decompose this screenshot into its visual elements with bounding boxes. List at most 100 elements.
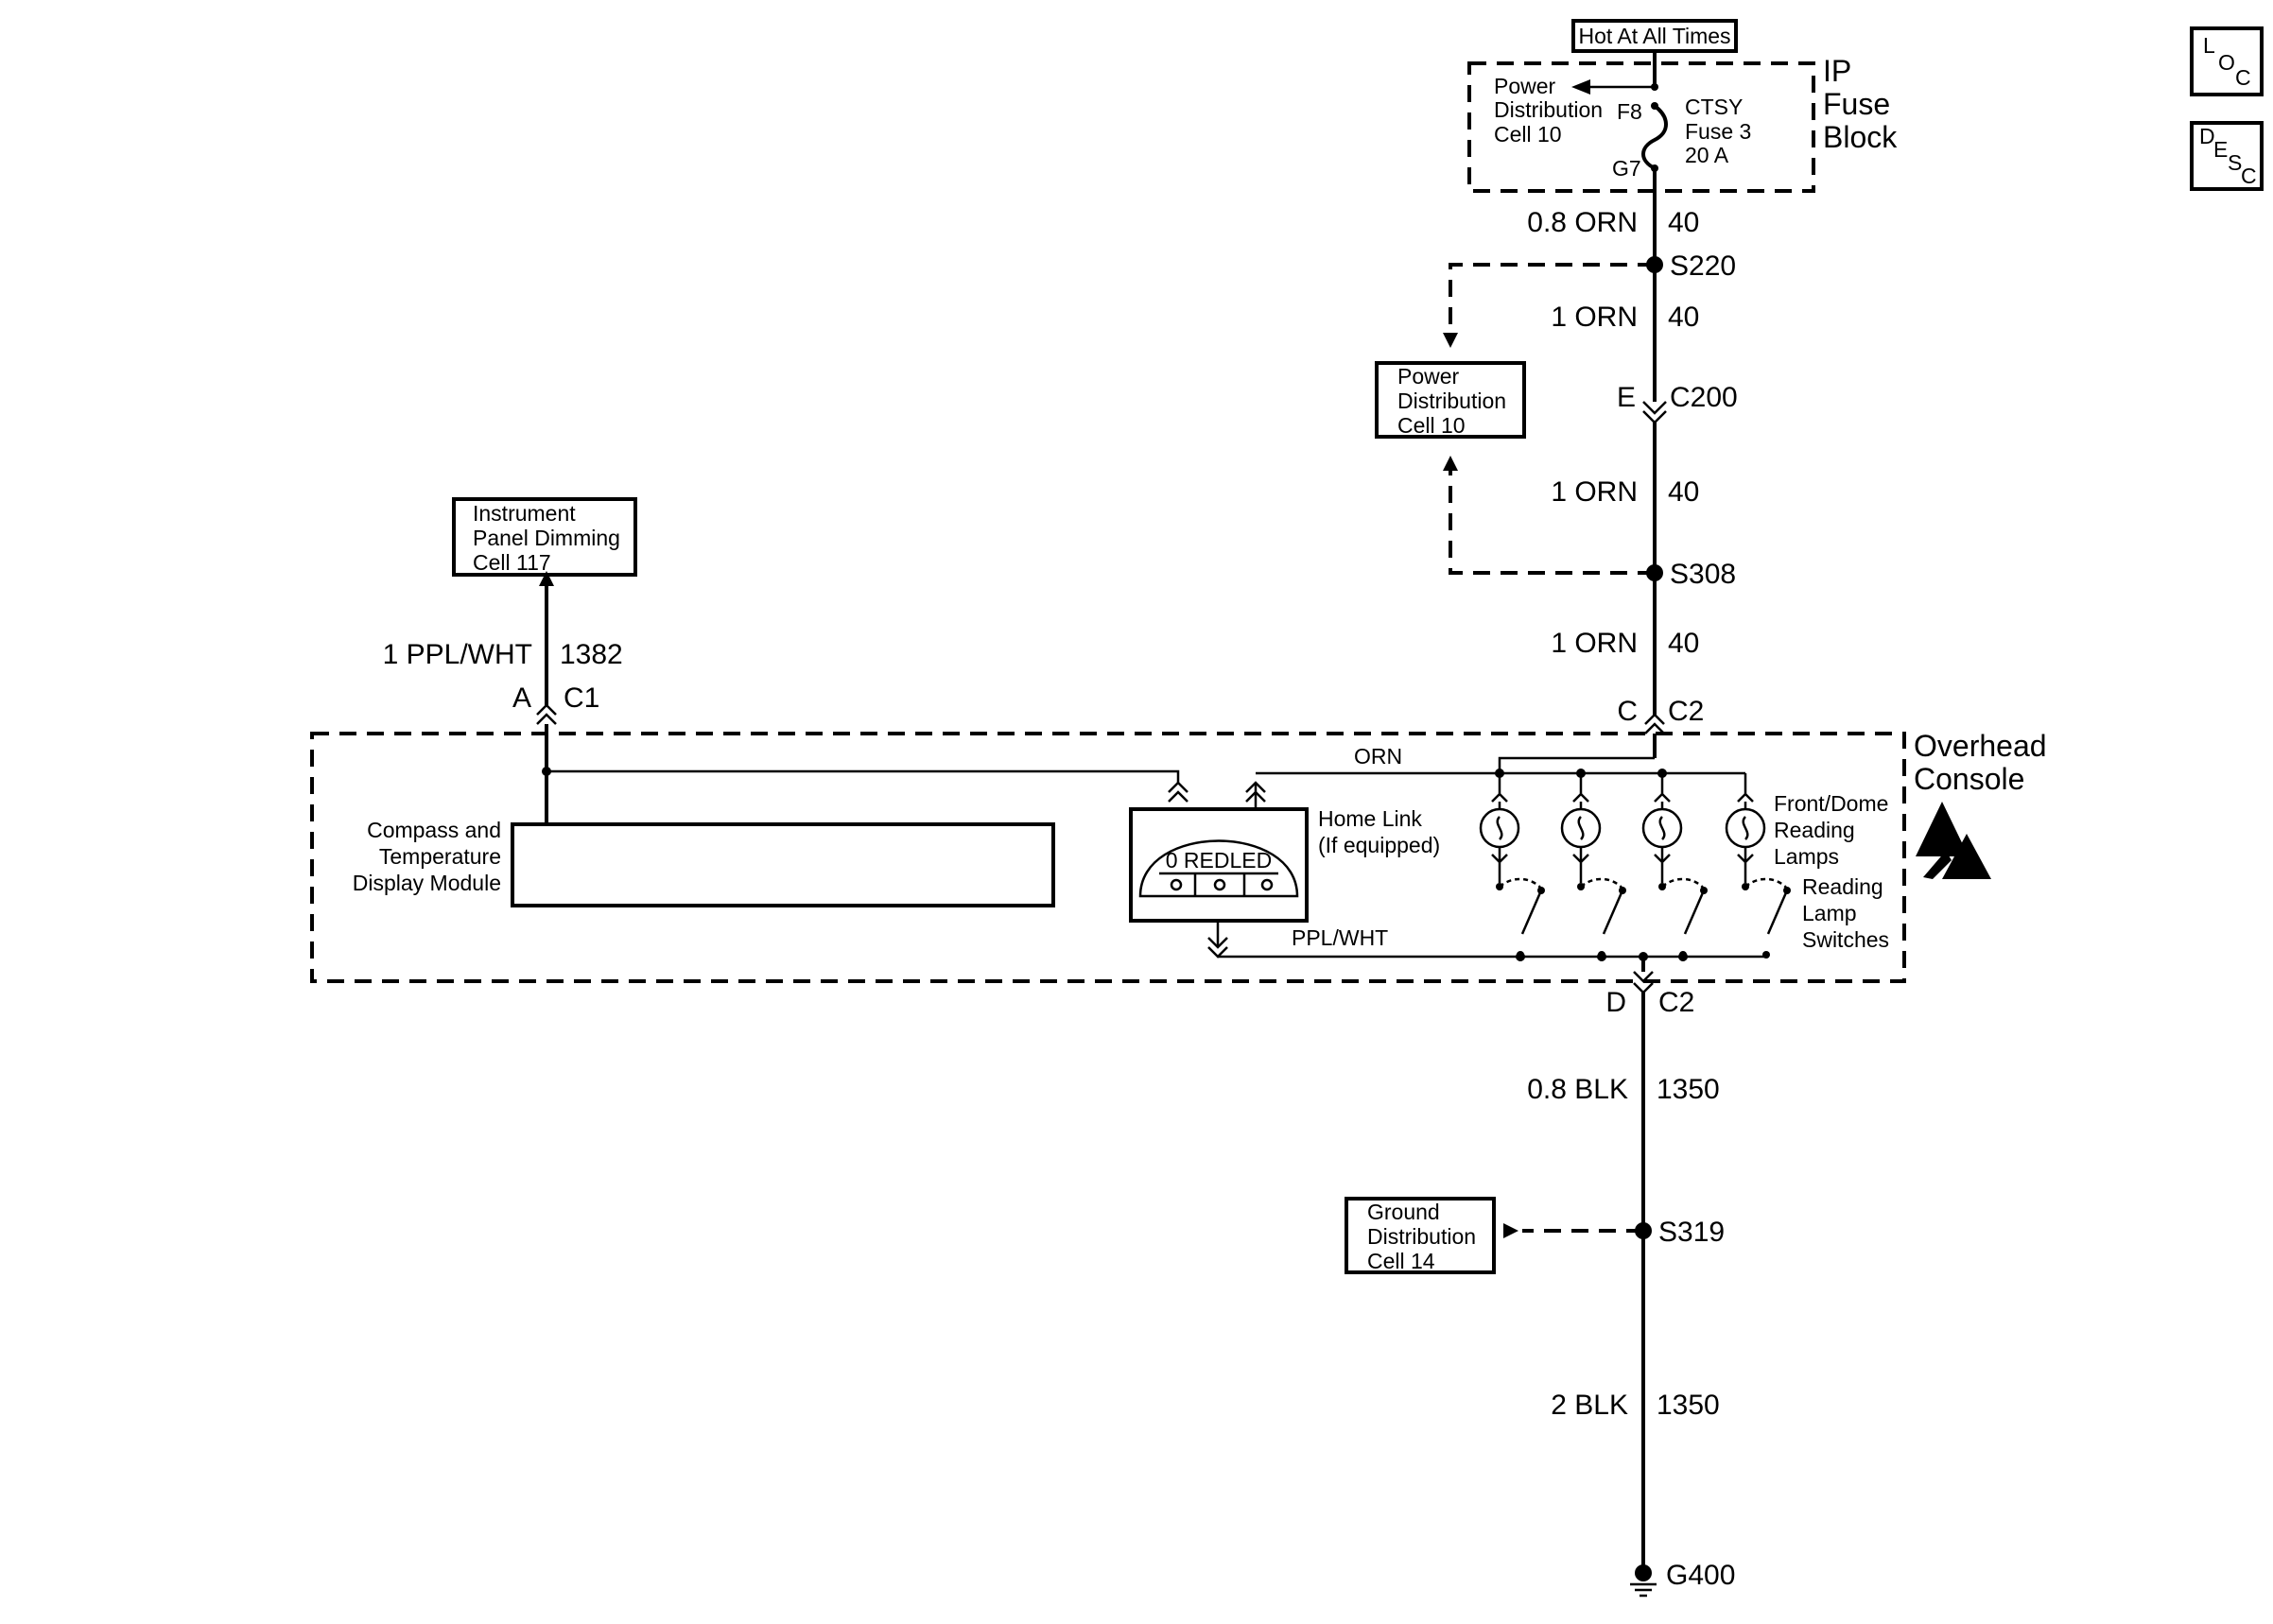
circuit-40-feed: 0.8 ORN 40 S220 1 ORN 40 E C200 1 ORN 40… [1527,191,1738,734]
wire-2-circuit: 40 [1668,302,1699,333]
power-dist-cell-10-box: Power Distribution Cell 10 [1375,361,1526,439]
c2-bottom-pin: D [1605,987,1626,1018]
desc-letter-e: E [2213,137,2228,162]
homelink-display-text: 0 REDLED [1166,848,1272,872]
lamp-switch-icon [1766,890,1789,935]
splice-s308-label: S308 [1670,559,1736,590]
ground-g400-label: G400 [1666,1560,1735,1591]
switches-label-1: Reading [1802,874,1883,899]
lamps-label-2: Reading [1774,818,1855,842]
homelink-label-2: (If equipped) [1318,833,1440,857]
splice-s220-label: S220 [1670,251,1736,282]
connector-c200: E C200 [1617,382,1738,424]
ppl-wht-label: PPL/WHT [1292,925,1388,950]
homelink-module: 0 REDLED Home Link (If equipped) [1129,796,1440,934]
wire-1-gauge: 0.8 ORN [1527,207,1638,238]
esd-warning-icon [1916,802,1991,879]
fuse-name-1: CTSY [1685,95,1743,119]
lamp-1 [1479,773,1545,959]
lamp-switch-icon [1520,890,1543,935]
lamp-switch-icon [1602,890,1624,935]
ground-dist-cell-14-box: Ground Distribution Cell 14 [1345,1197,1496,1274]
wire-1-circuit: 40 [1668,207,1699,238]
compass-display-module: Compass and Temperature Display Module [353,818,1055,907]
fuse-power-dist-2: Distribution [1494,97,1603,122]
splice-s319-label: S319 [1658,1217,1725,1248]
switches-label-3: Switches [1802,927,1889,952]
lamps-label-3: Lamps [1774,844,1839,869]
loc-letter-l: L [2203,33,2215,58]
connector-c2-bottom: D C2 [1605,971,1694,1018]
fuse-pin-g7: G7 [1612,156,1641,181]
compass-label-3: Display Module [353,871,501,895]
fuse-pin-f8: F8 [1617,99,1642,124]
wire-4-gauge: 1 ORN [1551,628,1638,659]
fuse-power-dist-1: Power [1494,74,1556,98]
connector-c2-top: C C2 [1617,696,1704,734]
ground-dist-box-3: Cell 14 [1367,1249,1435,1273]
overhead-console: Overhead Console Compass and Temperature… [310,724,2047,983]
ground-g400-icon [1630,1564,1657,1598]
reading-lamps [1479,773,1791,959]
compass-label-2: Temperature [379,844,501,869]
fuse-block-title-2: Fuse [1823,87,1890,121]
fuse-name-3: 20 A [1685,143,1729,167]
hot-at-all-times-box: Hot At All Times [1571,19,1738,53]
desc-icon[interactable]: D E S C [2190,121,2264,191]
ip-dimming-box: Instrument Panel Dimming Cell 117 [452,497,637,577]
compass-label-1: Compass and [367,818,501,842]
power-dist-box-2: Distribution [1397,389,1506,413]
wire-6-gauge: 0.8 BLK [1527,1074,1628,1105]
connector-c1: A C1 [512,682,599,725]
wire-6-circuit: 1350 [1657,1074,1720,1105]
power-dist-box-3: Cell 10 [1397,413,1466,438]
ground-dist-box-2: Distribution [1367,1224,1476,1249]
fuse-power-dist-3: Cell 10 [1494,122,1562,147]
c1-name: C1 [564,682,599,714]
orn-label: ORN [1354,744,1402,769]
wire-7-circuit: 1350 [1657,1390,1720,1421]
ground-dist-box-1: Ground [1367,1200,1440,1224]
power-dist-branch: Power Distribution Cell 10 [1375,263,1655,575]
lamp-3 [1641,773,1708,959]
lamp-switch-icon [1683,890,1706,935]
c2-top-name: C2 [1668,696,1704,727]
loc-letter-o: O [2218,50,2235,75]
c200-pin: E [1617,382,1636,413]
ip-fuse-block: IP Fuse Block Power Distribution Cell 10… [1467,51,1898,193]
ip-dimming-box-3: Cell 117 [473,550,551,575]
desc-letter-s: S [2228,150,2242,175]
console-title-2: Console [1914,762,2024,796]
fuse-icon [1641,104,1668,170]
homelink-label-1: Home Link [1318,806,1422,831]
wire-2-gauge: 1 ORN [1551,302,1638,333]
switches-label-2: Lamp [1802,901,1857,925]
lamp-2 [1560,773,1626,959]
power-dist-box-1: Power [1397,364,1460,389]
hot-at-all-times-label: Hot At All Times [1578,24,1730,48]
fuse-block-title-1: IP [1823,54,1851,88]
loc-icon[interactable]: L O C [2190,26,2264,96]
ip-dimming-box-1: Instrument [473,501,576,526]
wire-5-circuit: 1382 [560,639,623,670]
lamps-label-1: Front/Dome [1774,791,1888,816]
fuse-block-title-3: Block [1823,120,1898,154]
wire-3-circuit: 40 [1668,476,1699,508]
console-title-1: Overhead [1914,729,2047,763]
c200-name: C200 [1670,382,1738,413]
wire-7-gauge: 2 BLK [1551,1390,1628,1421]
wire-3-gauge: 1 ORN [1551,476,1638,508]
circuit-1350-ground: D C2 0.8 BLK 1350 S319 Ground Distributi… [1345,971,1735,1598]
c1-pin: A [512,682,531,714]
ip-dimming-branch: Instrument Panel Dimming Cell 117 1 PPL/… [383,497,637,725]
c2-bottom-name: C2 [1658,987,1694,1018]
desc-letter-c: C [2241,164,2257,188]
lamp-4 [1725,773,1791,959]
c2-top-pin: C [1617,696,1638,727]
wire-4-circuit: 40 [1668,628,1699,659]
loc-letter-c: C [2235,65,2251,90]
homelink-display-icon [1138,839,1299,898]
wire-5-gauge: 1 PPL/WHT [383,639,532,670]
fuse-name-2: Fuse 3 [1685,119,1751,144]
